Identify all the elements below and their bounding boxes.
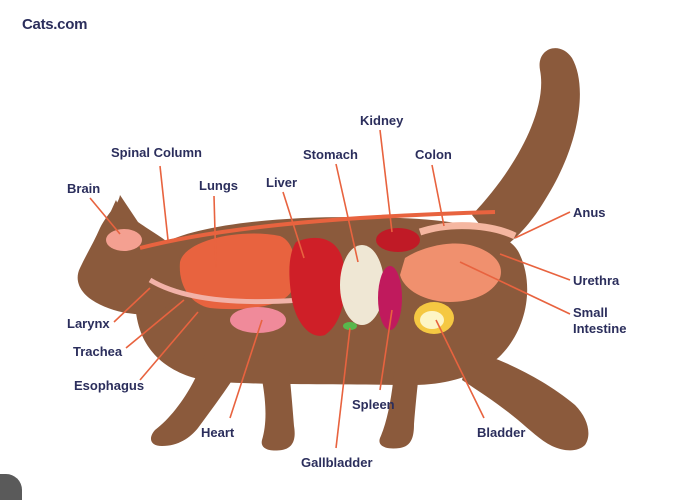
line-trachea bbox=[125, 299, 185, 349]
line-kidney bbox=[379, 129, 393, 233]
label-anus: Anus bbox=[573, 205, 606, 220]
label-kidney: Kidney bbox=[360, 113, 404, 128]
leader-lines bbox=[89, 129, 571, 449]
line-urethra bbox=[499, 253, 571, 281]
small-intestine bbox=[400, 243, 501, 302]
label-larynx: Larynx bbox=[67, 316, 110, 331]
line-liver bbox=[282, 191, 305, 259]
line-brain bbox=[89, 197, 121, 235]
line-larynx bbox=[113, 287, 151, 323]
label-liver: Liver bbox=[266, 175, 298, 190]
brain bbox=[106, 229, 142, 251]
line-esophagus bbox=[139, 311, 199, 381]
label-heart: Heart bbox=[201, 425, 235, 440]
line-bladder bbox=[435, 319, 485, 419]
stomach bbox=[340, 245, 384, 325]
label-spleen: Spleen bbox=[352, 397, 395, 412]
line-colon bbox=[431, 164, 445, 227]
site-logo: Cats.com bbox=[22, 16, 88, 33]
label-brain: Brain bbox=[67, 181, 101, 196]
label-esophagus: Esophagus bbox=[74, 378, 145, 393]
corner-tab[interactable] bbox=[0, 474, 22, 500]
line-stomach bbox=[335, 163, 359, 263]
heart bbox=[230, 307, 286, 333]
line-spleen bbox=[379, 309, 393, 391]
lungs bbox=[179, 233, 295, 310]
gallbladder bbox=[343, 322, 357, 330]
liver bbox=[289, 237, 346, 336]
bladder-highlight bbox=[420, 311, 444, 329]
label-lungs: Lungs bbox=[199, 178, 238, 193]
label-spinal-column: Spinal Column bbox=[111, 145, 202, 160]
organs bbox=[106, 210, 517, 336]
label-stomach: Stomach bbox=[303, 147, 358, 162]
label-trachea: Trachea bbox=[73, 344, 123, 359]
label-urethra: Urethra bbox=[573, 273, 620, 288]
label-bladder: Bladder bbox=[477, 425, 526, 440]
esophagus bbox=[148, 277, 301, 305]
spleen bbox=[378, 266, 402, 330]
line-gallbladder bbox=[335, 327, 351, 449]
line-spinal bbox=[159, 165, 169, 241]
line-small-intestine bbox=[459, 261, 571, 315]
line-heart bbox=[229, 319, 263, 419]
colon bbox=[418, 222, 517, 240]
line-anus bbox=[514, 211, 571, 239]
label-small-intestine-line1: Small bbox=[573, 305, 608, 320]
spinal-column bbox=[139, 210, 496, 250]
label-small-intestine-line2: Intestine bbox=[573, 321, 627, 336]
label-colon: Colon bbox=[415, 147, 452, 162]
kidney bbox=[376, 228, 420, 252]
line-lungs bbox=[213, 195, 217, 269]
label-gallbladder: Gallbladder bbox=[301, 455, 373, 470]
